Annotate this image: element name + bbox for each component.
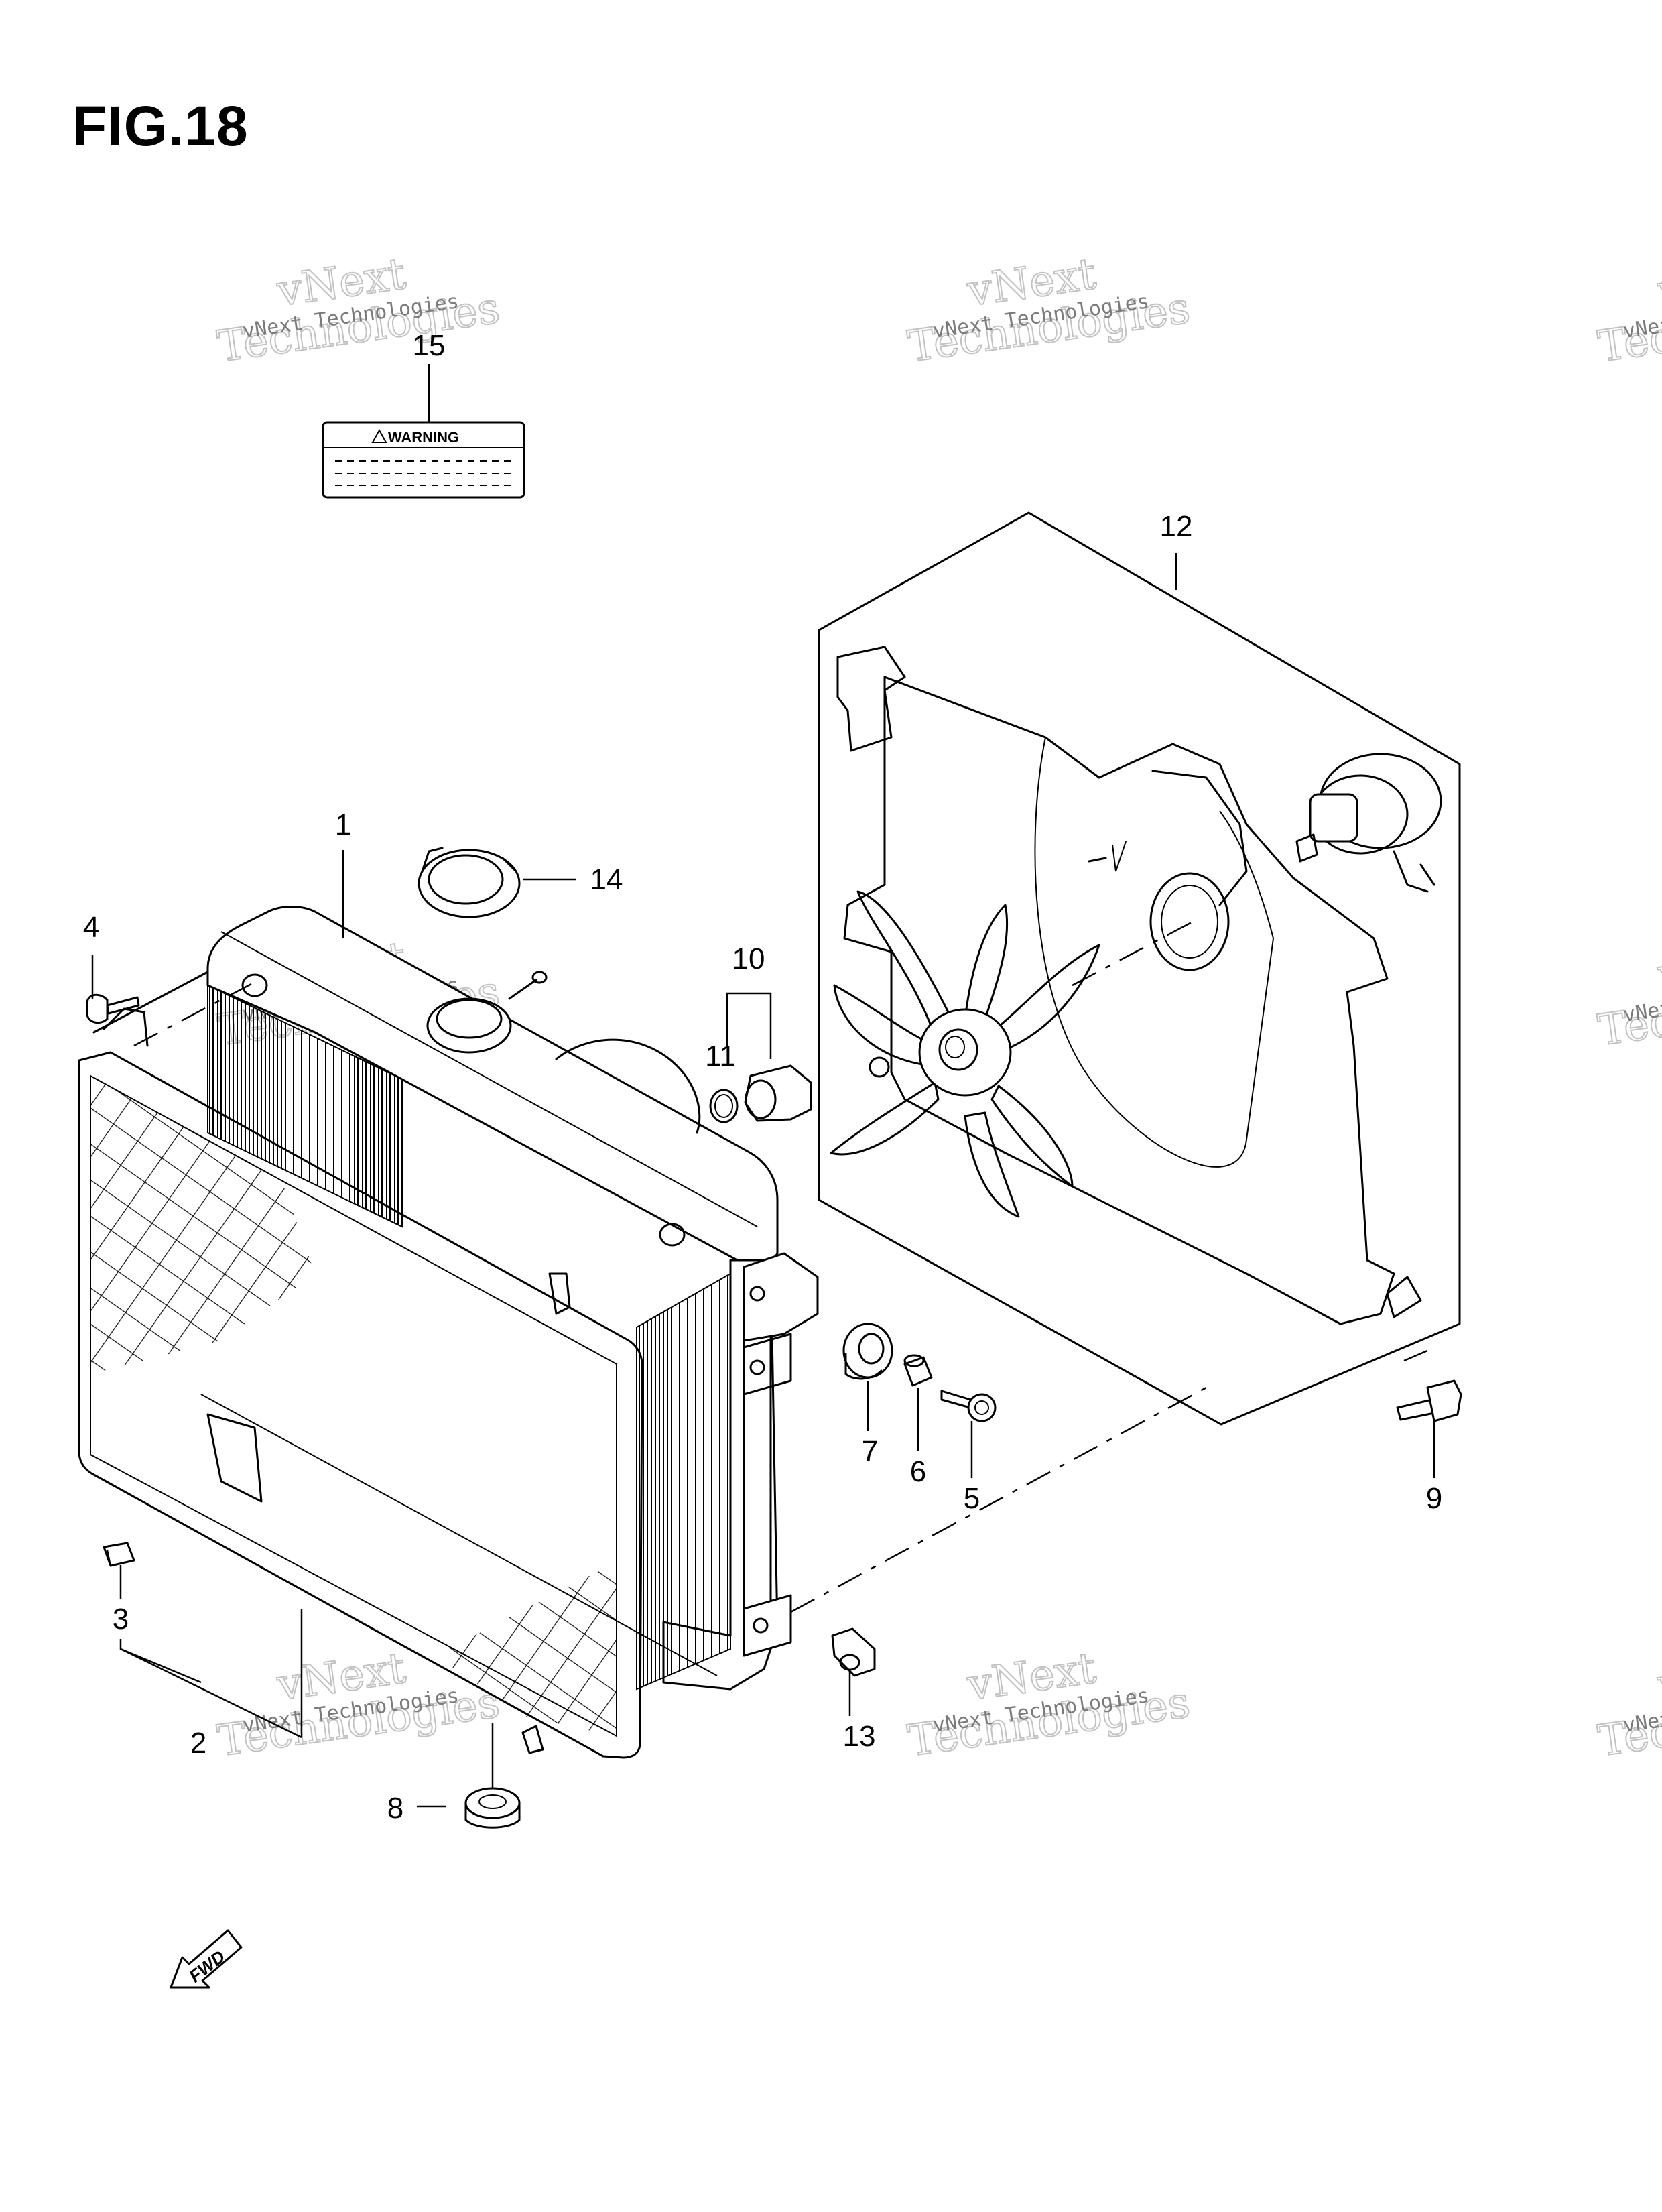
watermark: Technologies vNext vNext Technologies bbox=[904, 1643, 1194, 1767]
clip-3 bbox=[103, 1542, 135, 1567]
radiator bbox=[200, 906, 819, 1691]
callout-4: 4 bbox=[83, 911, 99, 944]
collar-6 bbox=[903, 1354, 933, 1387]
leader-lines bbox=[91, 364, 1435, 1808]
svg-text:vNext: vNext bbox=[1655, 933, 1662, 1000]
callout-8: 8 bbox=[387, 1792, 403, 1825]
figure-title: FIG.18 bbox=[72, 95, 249, 158]
svg-text:vNext: vNext bbox=[1655, 1644, 1662, 1711]
watermark: Technologies vNext vNext Technologies bbox=[904, 249, 1194, 373]
callout-13: 13 bbox=[843, 1720, 876, 1753]
nut-clip-13 bbox=[831, 1627, 876, 1677]
callout-2: 2 bbox=[190, 1727, 206, 1760]
thermo-switch bbox=[709, 1064, 812, 1123]
callout-5: 5 bbox=[964, 1482, 980, 1515]
radiator-grille bbox=[78, 971, 643, 1759]
callout-15: 15 bbox=[413, 329, 446, 362]
callout-12: 12 bbox=[1160, 510, 1193, 543]
callout-14: 14 bbox=[590, 863, 623, 896]
callout-9: 9 bbox=[1426, 1482, 1442, 1515]
warning-triangle-icon bbox=[371, 428, 387, 443]
assembly-lines bbox=[133, 920, 1428, 1613]
watermark: Technologies vNext vNext Technologies bbox=[1594, 249, 1662, 373]
callout-3: 3 bbox=[113, 1603, 129, 1636]
bolt-5 bbox=[940, 1390, 997, 1422]
bolt-4 bbox=[86, 993, 140, 1024]
callout-7: 7 bbox=[862, 1435, 878, 1468]
fwd-arrow-icon: FWD bbox=[170, 1929, 243, 1989]
svg-text:vNext: vNext bbox=[1655, 249, 1662, 316]
cushion-8 bbox=[464, 1787, 521, 1829]
hex-nut-icon bbox=[869, 1056, 890, 1078]
watermark: Technologies vNext vNext Technologies bbox=[1594, 932, 1662, 1056]
grommet-7 bbox=[842, 1323, 893, 1380]
warning-label: WARNING bbox=[322, 421, 525, 499]
callout-11: 11 bbox=[705, 1040, 736, 1072]
callout-6: 6 bbox=[910, 1455, 926, 1488]
bolt-9 bbox=[1396, 1379, 1462, 1422]
o-ring bbox=[709, 1089, 739, 1123]
warning-label-text: WARNING bbox=[388, 429, 459, 446]
callout-10: 10 bbox=[732, 942, 765, 975]
watermark: Technologies vNext vNext Technologies bbox=[214, 249, 503, 373]
callout-1: 1 bbox=[335, 808, 351, 841]
fan-shroud-assembly bbox=[818, 511, 1461, 1426]
fan-motor bbox=[1295, 753, 1442, 893]
watermark: Technologies vNext vNext Technologies bbox=[1594, 1643, 1662, 1767]
callouts: 15 12 1 14 4 10 11 7 6 5 9 3 2 13 8 bbox=[83, 329, 1442, 1825]
radiator-cap bbox=[418, 847, 521, 918]
cooling-fan bbox=[830, 890, 1100, 1218]
